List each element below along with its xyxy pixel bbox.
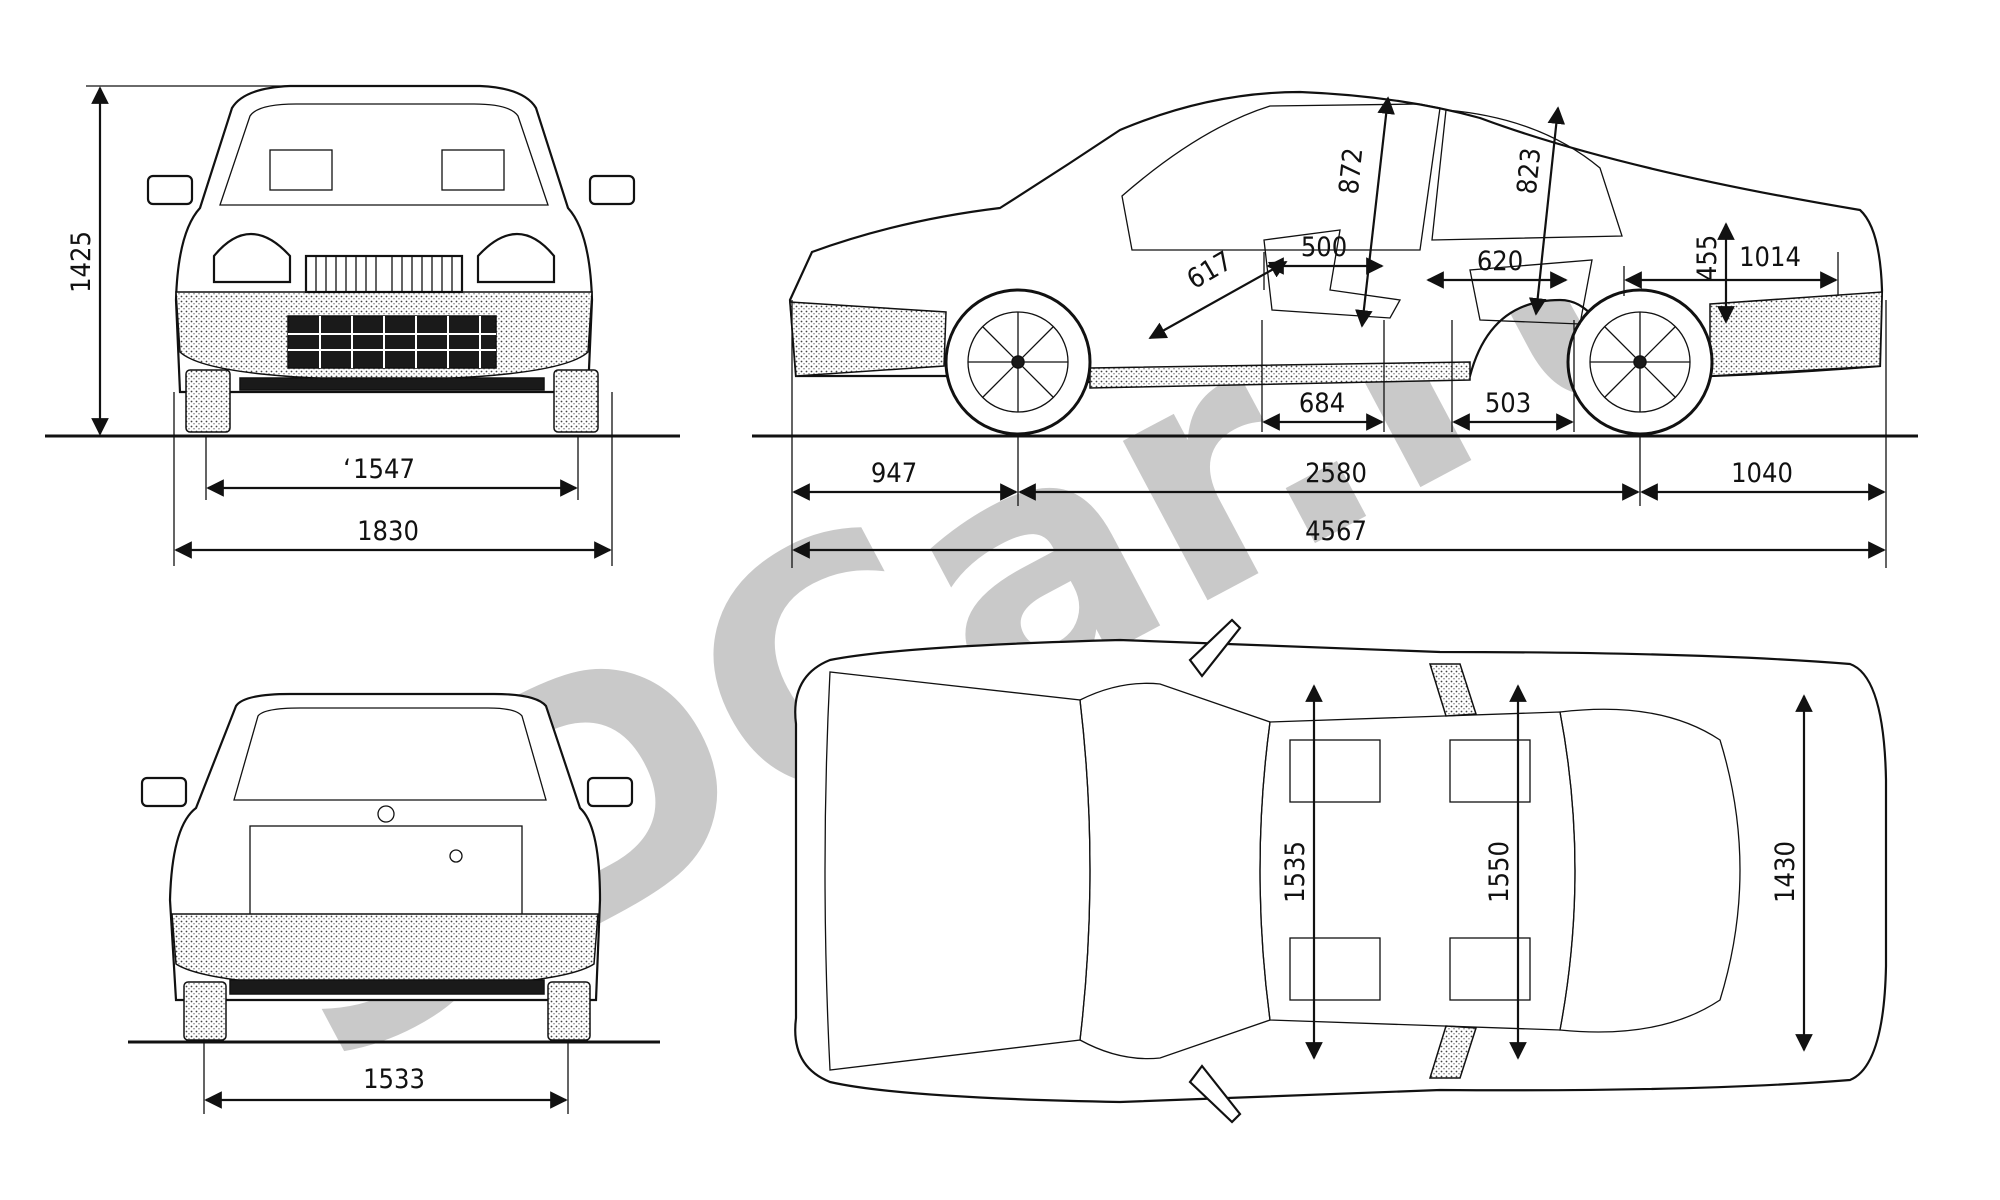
front-windshield [219,103,549,206]
front-seat-depth-label: 500 [1301,232,1347,263]
front-headroom-label: 872 [1334,146,1370,195]
trunk-width-label: 1430 [1770,841,1801,903]
front-view: 1425 ‘ 1547 1830 [45,84,680,566]
height-label: 1425 [66,231,97,293]
front-radiator [304,254,464,294]
rear-badge [377,805,395,823]
side-front-bumper [789,301,947,377]
top-pillar-left [1428,663,1478,717]
front-seat-left [269,149,333,191]
rear-bumper [171,913,599,989]
top-mirror-right [1188,1064,1242,1124]
side-sill-stripe [1089,361,1471,389]
rear-lock [449,849,463,863]
front-track-label: 1547 [353,454,415,485]
front-track-prefix: ‘ [343,454,351,485]
wheelbase-label: 2580 [1305,458,1367,489]
top-body-outline [794,638,1888,1104]
top-front-seat-right [1289,937,1381,1001]
top-mirror-left [1188,618,1242,678]
front-floor-label: 684 [1299,388,1345,419]
front-mirror-left [146,174,194,206]
rear-shoulder-width-label: 1550 [1484,841,1515,903]
rear-overhang-label: 1040 [1731,458,1793,489]
rear-tire-left [183,981,227,1041]
rear-underbody [229,979,545,995]
front-overhang-label: 947 [871,458,917,489]
rear-tire-right [547,981,591,1041]
front-legroom-line [1148,261,1288,339]
front-grille-bars [288,316,496,368]
front-grille [287,315,497,369]
rear-headroom-label: 823 [1512,146,1548,195]
rear-mirror-right [586,776,634,808]
front-lamp-left [212,233,292,284]
front-headroom-line [1355,96,1395,328]
top-rear-glass [1559,708,1741,1033]
rear-view: 1533 [128,692,660,1114]
rear-track-label: 1533 [363,1064,425,1095]
rear-seat-depth-label: 620 [1477,246,1523,277]
front-tire-right [553,369,599,433]
side-rear-bumper [1709,291,1883,377]
rear-mirror-left [140,776,188,808]
front-mirror-right [588,174,636,206]
top-windshield [1079,682,1271,1060]
side-windows [1121,103,1441,251]
front-tire-left [185,369,231,433]
trunk-length-label: 1014 [1739,242,1801,273]
side-view: 872 823 617 500 620 455 1014 684 503 947… [752,90,1918,568]
front-shoulder-width-label: 1535 [1280,841,1311,903]
top-rear-seat-left [1449,739,1531,803]
top-front-seat-left [1289,739,1381,803]
length-label: 4567 [1305,516,1367,547]
front-seat-right [441,149,505,191]
top-pillar-right [1428,1025,1478,1079]
width-label: 1830 [357,516,419,547]
rear-window [233,707,547,801]
rear-floor-label: 503 [1485,388,1531,419]
top-rear-seat-right [1449,937,1531,1001]
top-view: 1535 1550 1430 [794,618,1888,1124]
front-radiator-slats [315,256,453,292]
front-lamp-right [476,233,556,284]
front-underbody [239,377,545,391]
trunk-height-label: 455 [1692,235,1723,281]
